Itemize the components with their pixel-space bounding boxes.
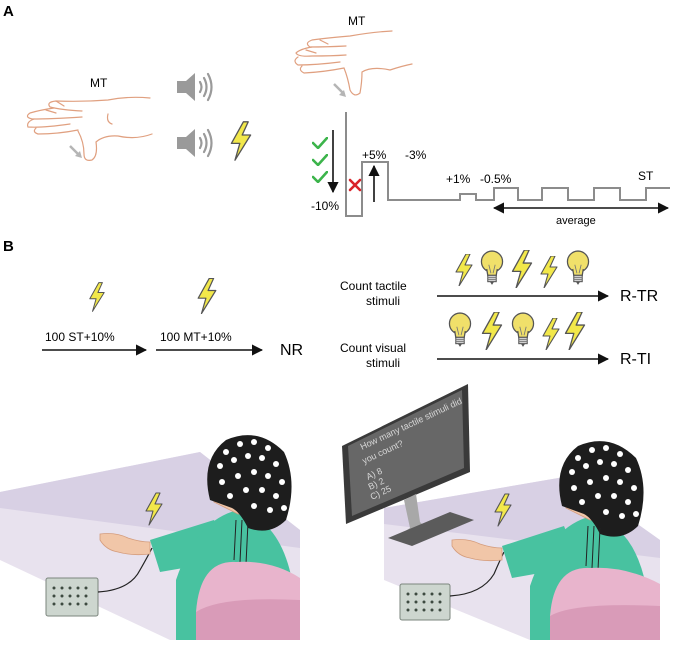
speaker-icon xyxy=(175,127,213,159)
keyboard xyxy=(388,512,474,546)
nr-label: NR xyxy=(280,342,303,359)
mt-label-left: MT xyxy=(90,76,108,90)
light-bulb-icon xyxy=(511,312,535,348)
eeg-cap-left xyxy=(207,435,292,531)
sequence-1-label: 100 ST+10% xyxy=(45,330,115,344)
step-minus-10: -10% xyxy=(311,199,339,213)
rti-label: R-TI xyxy=(620,351,651,368)
step-plus-1: +1% xyxy=(446,172,471,186)
count-tactile-line2: stimuli xyxy=(366,294,400,308)
lightning-bolt-icon xyxy=(542,318,560,350)
arm-left xyxy=(99,533,151,556)
lightning-bolt-icon xyxy=(89,282,105,312)
lightning-bolt-icon xyxy=(230,121,252,161)
rtr-label: R-TR xyxy=(620,288,658,305)
eeg-cap-right xyxy=(559,441,644,537)
count-visual-line2: stimuli xyxy=(366,356,400,370)
check-icon xyxy=(312,137,328,149)
left-hand-icon xyxy=(26,96,153,161)
scene-right: How many tactile stimuli did you count? … xyxy=(342,384,660,640)
lightning-bolt-icon xyxy=(197,278,217,314)
cross-icon xyxy=(348,178,362,192)
mt-label-top: MT xyxy=(348,14,366,28)
lightning-bolt-icon xyxy=(481,312,503,350)
lightning-bolt-icon xyxy=(511,250,533,288)
light-bulb-icon xyxy=(566,250,590,286)
check-icon xyxy=(312,171,328,183)
computer-monitor: How many tactile stimuli did you count? … xyxy=(342,384,474,546)
average-label: average xyxy=(556,215,596,227)
lightning-bolt-icon xyxy=(540,256,558,288)
speaker-icon xyxy=(175,71,213,103)
panel-label-b: B xyxy=(3,238,14,255)
arm-right xyxy=(451,539,503,562)
staircase-line xyxy=(345,112,670,217)
light-bulb-icon xyxy=(480,250,504,286)
step-minus-0-5: -0.5% xyxy=(480,172,512,186)
lightning-bolt-icon xyxy=(564,312,586,350)
movement-arrow-top-head xyxy=(339,90,346,97)
sequence-2-label: 100 MT+10% xyxy=(160,330,232,344)
top-hand-icon xyxy=(294,30,413,96)
count-visual-line1: Count visual xyxy=(340,341,406,355)
scene-left xyxy=(0,435,300,640)
step-minus-3: -3% xyxy=(405,148,427,162)
count-tactile-line1: Count tactile xyxy=(340,279,407,293)
lightning-bolt-icon xyxy=(455,254,473,286)
check-icon xyxy=(312,154,328,166)
step-plus-5: +5% xyxy=(362,148,387,162)
movement-arrow-left-head xyxy=(75,151,82,158)
st-label: ST xyxy=(638,169,654,183)
light-bulb-icon xyxy=(448,312,472,348)
panel-label-a: A xyxy=(3,3,14,20)
